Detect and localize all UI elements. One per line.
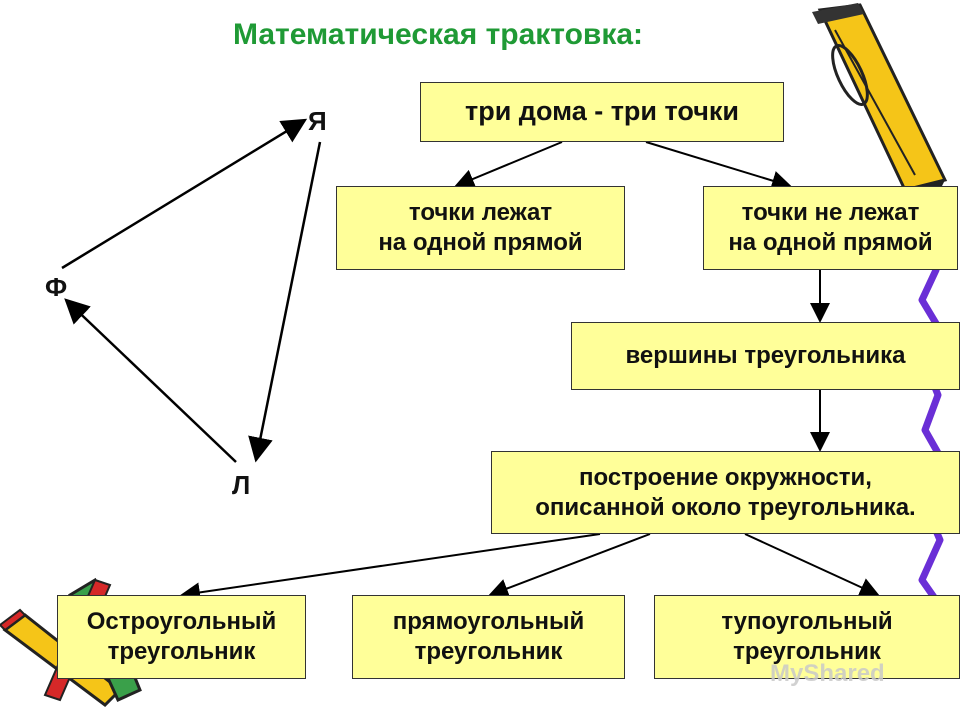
box-obtuse-line-2: треугольник xyxy=(733,638,881,665)
page-title: Математическая трактовка: xyxy=(233,18,644,51)
vertex-label-l: Л xyxy=(232,470,251,500)
box-same-line: точки лежат на одной прямой xyxy=(336,186,625,270)
box-root-line-1: три дома - три точки xyxy=(464,96,739,127)
box-same-line-line-2: на одной прямой xyxy=(378,229,583,256)
arrow-f-to-ya xyxy=(61,118,308,270)
box-same-line-line-1: точки лежат xyxy=(408,199,553,226)
box-right-line-1: прямоугольный xyxy=(392,608,585,635)
pencil-icon xyxy=(812,3,948,200)
box-obtuse-line-1: тупоугольный xyxy=(721,608,893,635)
arrow-circum-to-acute xyxy=(180,533,601,603)
box-vertices: вершины треугольника xyxy=(571,322,960,390)
arrow-l-to-f xyxy=(64,298,237,463)
flow-arrows xyxy=(180,141,880,603)
arrow-root-to-not-same-line xyxy=(645,141,792,191)
box-acute: Остроугольный треугольник xyxy=(57,595,306,679)
arrow-circum-to-right xyxy=(488,533,651,598)
box-not-same-line-line-1: точки не лежат xyxy=(741,199,920,226)
box-right-line-2: треугольник xyxy=(414,638,563,665)
box-vertices-line-1: вершины треугольника xyxy=(625,342,906,369)
vertex-label-ya: Я xyxy=(308,106,327,136)
box-acute-line-2: треугольник xyxy=(107,638,256,665)
box-circumcircle-line-2: описанной около треугольника. xyxy=(535,493,916,521)
box-not-same-line: точки не лежат на одной прямой xyxy=(703,186,958,270)
triangle-arrows xyxy=(61,118,322,463)
box-root: три дома - три точки xyxy=(420,82,784,142)
arrow-circum-to-obtuse xyxy=(744,533,880,597)
vertex-label-f: Ф xyxy=(45,272,68,302)
box-acute-line-1: Остроугольный xyxy=(86,608,277,635)
box-right: прямоугольный треугольник xyxy=(352,595,625,679)
purple-squiggle-decoration xyxy=(917,184,946,603)
box-obtuse: тупоугольный треугольник xyxy=(654,595,960,679)
box-not-same-line-line-2: на одной прямой xyxy=(728,229,933,256)
arrow-ya-to-l xyxy=(248,141,322,463)
box-circumcircle-line-1: построение окружности, xyxy=(579,463,872,491)
box-circumcircle: построение окружности, описанной около т… xyxy=(491,451,960,534)
arrow-root-to-same-line xyxy=(454,141,563,189)
watermark-logo: MyShared xyxy=(770,660,885,687)
